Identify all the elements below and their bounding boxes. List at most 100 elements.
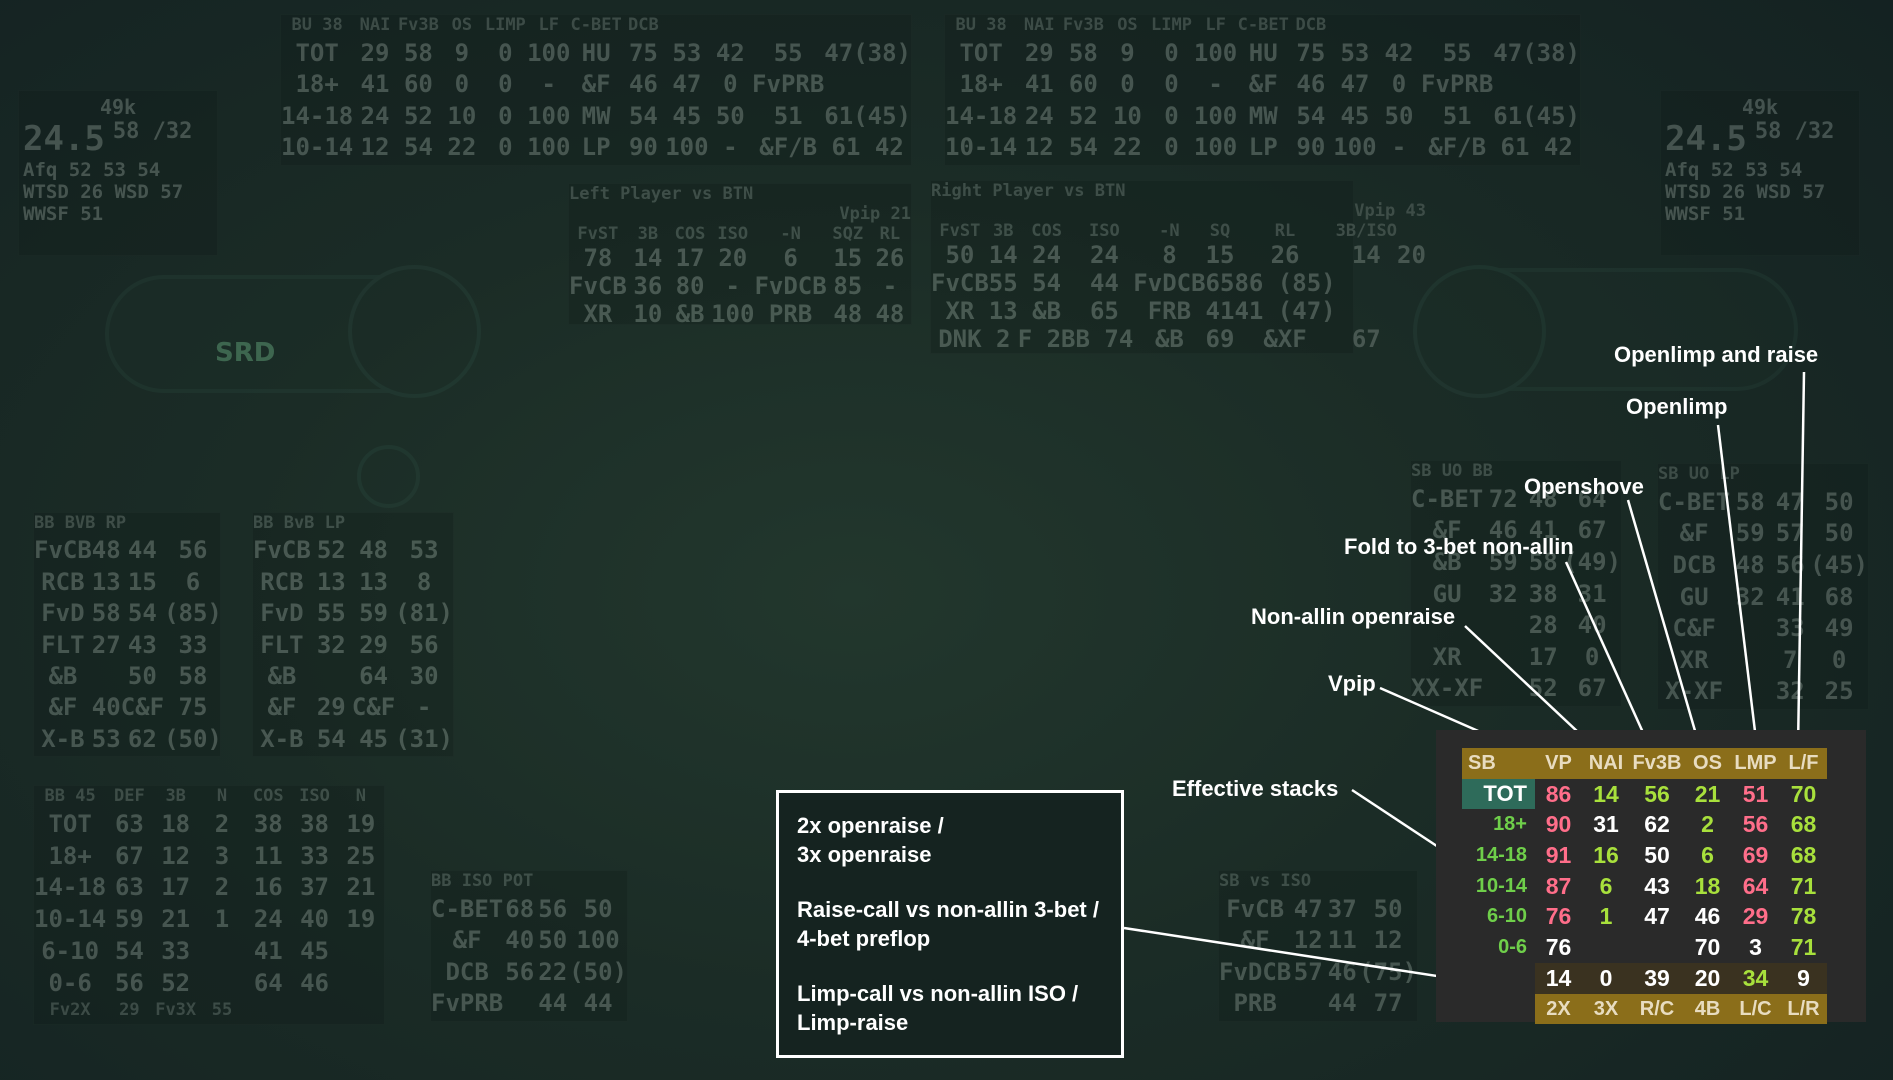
sb-footer-4b: 4B — [1684, 993, 1731, 1025]
hud-cell: 33 — [161, 936, 191, 965]
hud-cell: 55 — [1442, 38, 1472, 67]
hud-cell: 14 — [988, 241, 1018, 269]
hud-cell: &F — [267, 693, 297, 722]
hud-cell: 32 — [316, 630, 346, 659]
hud-cell: 61 42 — [1500, 133, 1573, 162]
hud-cell: 50 — [538, 926, 568, 955]
hud-cell: 44 — [1089, 269, 1119, 297]
hud-cell: 100 — [1193, 101, 1238, 130]
hud-cell: 100 — [1193, 133, 1238, 162]
hud-cell: 68 — [1824, 582, 1854, 611]
sb-stat-cell: 86 — [1545, 780, 1572, 807]
hud-cell: 50 — [1824, 519, 1854, 548]
hud-cell: 45 — [1340, 101, 1370, 130]
hud-cell: 47(38) — [824, 38, 911, 67]
hud-cell: &F — [1432, 516, 1462, 545]
hud-cell: FvCB — [34, 536, 92, 565]
hud-cell: 44 — [538, 989, 568, 1018]
hud-header-cell: LF — [1205, 15, 1226, 35]
hud-cell: 48 — [1735, 550, 1765, 579]
sb-extra-cell: 9 — [1780, 962, 1827, 994]
hud-header-cell: ISO — [1089, 221, 1120, 241]
hud-cell: DCB — [1672, 550, 1716, 579]
hud-cell: (49) — [1563, 547, 1621, 576]
hud-header-cell: Fv3B — [397, 15, 439, 35]
hud-cell: 50 — [1824, 487, 1854, 516]
hud-cell: 8 — [416, 567, 432, 596]
hud-cell: XR — [945, 297, 975, 325]
sb-stat-cell: 87 — [1545, 872, 1572, 899]
hud-cell: 14-18 — [34, 873, 107, 902]
hud-cell: 6 — [185, 567, 201, 596]
hud-cell: HU — [1248, 38, 1278, 67]
hud-cell: 10-14 — [281, 133, 354, 162]
hud-cell: 15 — [1205, 241, 1235, 269]
hud-cell: - — [725, 272, 740, 300]
hud-cell: F 2B — [1017, 325, 1076, 353]
sb-extra-cell: 39 — [1630, 962, 1684, 994]
hud-cell: 100 — [1193, 38, 1238, 67]
sb-stat-cell: 14 — [1593, 780, 1619, 807]
hud-cell: 20 — [1397, 241, 1426, 269]
hud-header-cell: DEF — [114, 786, 145, 806]
sb-header-nai: NAI — [1582, 748, 1630, 779]
hud-cell: 6 — [783, 244, 798, 272]
hud-cell: DNK — [938, 325, 982, 353]
hud-cell: 58 — [1735, 487, 1765, 516]
hud-cell: 31 — [1577, 579, 1607, 608]
hud-cell: 58 — [91, 599, 121, 628]
hud-cell: 45 — [672, 101, 702, 130]
hud-cell: &XF — [1263, 325, 1307, 353]
hud-cell: 53 — [1340, 38, 1370, 67]
hud-cell: 33 — [178, 630, 208, 659]
hud-cell: 13 — [359, 567, 388, 596]
hud-cell: LP — [1248, 133, 1278, 162]
hud-cell: 44 — [127, 536, 157, 565]
hud-cell: - — [723, 133, 738, 162]
hud-cell: 58 — [178, 661, 208, 690]
hud-cell: 17 — [1528, 642, 1558, 671]
hud-header-cell: ISO — [299, 786, 330, 806]
hud-cell: &F/B — [1428, 133, 1487, 162]
sb-stat-cell: 6 — [1701, 842, 1714, 869]
hud-cell: 100 — [576, 926, 620, 955]
hud-header-cell: -N — [780, 224, 801, 244]
hud-cell: 75 — [178, 693, 208, 722]
hud-cell: 43 — [127, 630, 157, 659]
hud-cell: 44 — [1327, 989, 1357, 1018]
hud-cell: 41 — [1205, 297, 1235, 325]
hud-cell: 10 — [447, 101, 477, 130]
player-left-bb: 24.5 — [23, 119, 105, 159]
hud-cell: &B — [1432, 547, 1462, 576]
hud-cell: 50 — [1373, 894, 1403, 923]
line-openlimp — [1716, 424, 1759, 749]
hud-cell: C-BET — [1658, 487, 1731, 516]
hud-cell: 53 — [672, 38, 702, 67]
hud-header-cell: COS — [252, 786, 284, 806]
player-left-wwsf: WWSF 51 — [23, 203, 104, 225]
hud-cell: 9 — [1120, 38, 1135, 67]
hud-cell: 64 — [1577, 484, 1607, 513]
hud-cell: 20 — [718, 244, 748, 272]
hud-cell: 55 — [316, 599, 346, 628]
hud-cell: 29 — [316, 693, 346, 722]
hud-cell: &B — [1154, 325, 1184, 353]
legend-item-raise-call: Raise-call vs non-allin 3-bet / 4-bet pr… — [797, 895, 1103, 953]
hud-cell: 2 — [214, 809, 230, 838]
hud-cell: 13 — [91, 567, 121, 596]
hud-cell: 0 — [498, 133, 513, 162]
hud-cell: TOT — [48, 809, 92, 838]
hud-cell: 40 — [1577, 611, 1607, 640]
hud-cell: 0 — [1831, 645, 1847, 674]
hud-cell: 33 — [300, 841, 329, 870]
hud-cell: 47 — [1340, 70, 1370, 99]
hud-cell: 49 — [1824, 614, 1854, 643]
sb-stat-cell: 43 — [1644, 872, 1670, 899]
hud-cell: XR — [1679, 645, 1709, 674]
hud-cell: - — [882, 272, 898, 300]
hud-cell: RCB — [260, 567, 304, 596]
hud-cell: 25 — [346, 841, 376, 870]
hud-cell: 51 — [1442, 101, 1472, 130]
hud-cell: 53 — [409, 536, 439, 565]
